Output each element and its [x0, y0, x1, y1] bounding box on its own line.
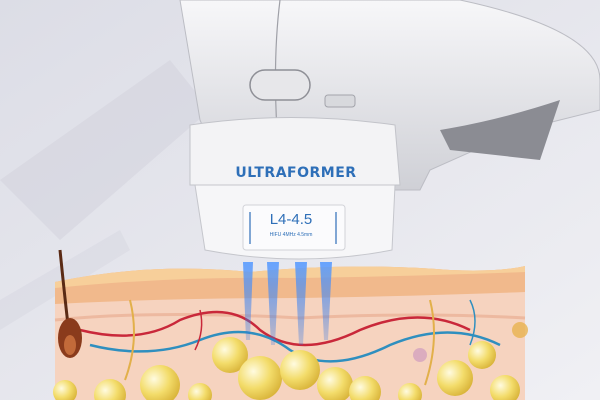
cartridge-model-label: L4-4.5 — [269, 211, 313, 228]
hair-follicle-icon — [58, 249, 82, 358]
fat-cell-layer — [53, 337, 520, 400]
ultrasound-beam-icon — [243, 262, 332, 345]
skin-cross-section — [54, 249, 528, 400]
device-brand-logo: ULTRAFORMER — [235, 165, 357, 181]
hifu-device — [179, 0, 600, 260]
cartridge-spec-label: HIFU 4MHz 4.5mm — [269, 232, 313, 238]
